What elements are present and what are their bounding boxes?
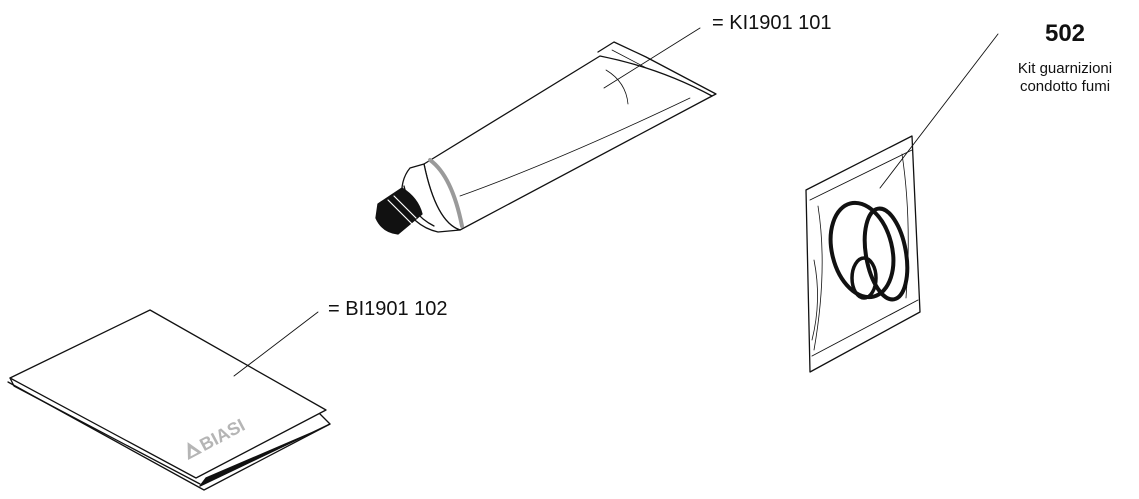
- tube-part-code: = KI1901 101: [712, 12, 832, 34]
- leaflet-dark-edge: [199, 423, 331, 487]
- leader-line-bag: [879, 33, 999, 189]
- leaflet-front: [9, 309, 327, 479]
- biasi-logo-mark-icon: [187, 442, 203, 460]
- tube-band: [428, 158, 464, 228]
- instruction-leaflet: [7, 309, 331, 491]
- grease-tube: [375, 41, 717, 235]
- kit-item-number: 502: [1044, 20, 1086, 47]
- tube-body: [423, 55, 713, 231]
- leaflet-part-code: = BI1901 102: [328, 298, 448, 320]
- kit-description-line1: Kit guarnizioni: [1017, 60, 1113, 77]
- o-ring-large: [828, 200, 896, 300]
- o-ring-small: [850, 256, 878, 300]
- bag-outline: [805, 135, 921, 373]
- kit-description-line2: condotto fumi: [1019, 78, 1111, 95]
- leader-line-leaflet: [233, 311, 319, 377]
- leader-line-tube: [603, 27, 701, 89]
- gasket-bag: [805, 135, 921, 373]
